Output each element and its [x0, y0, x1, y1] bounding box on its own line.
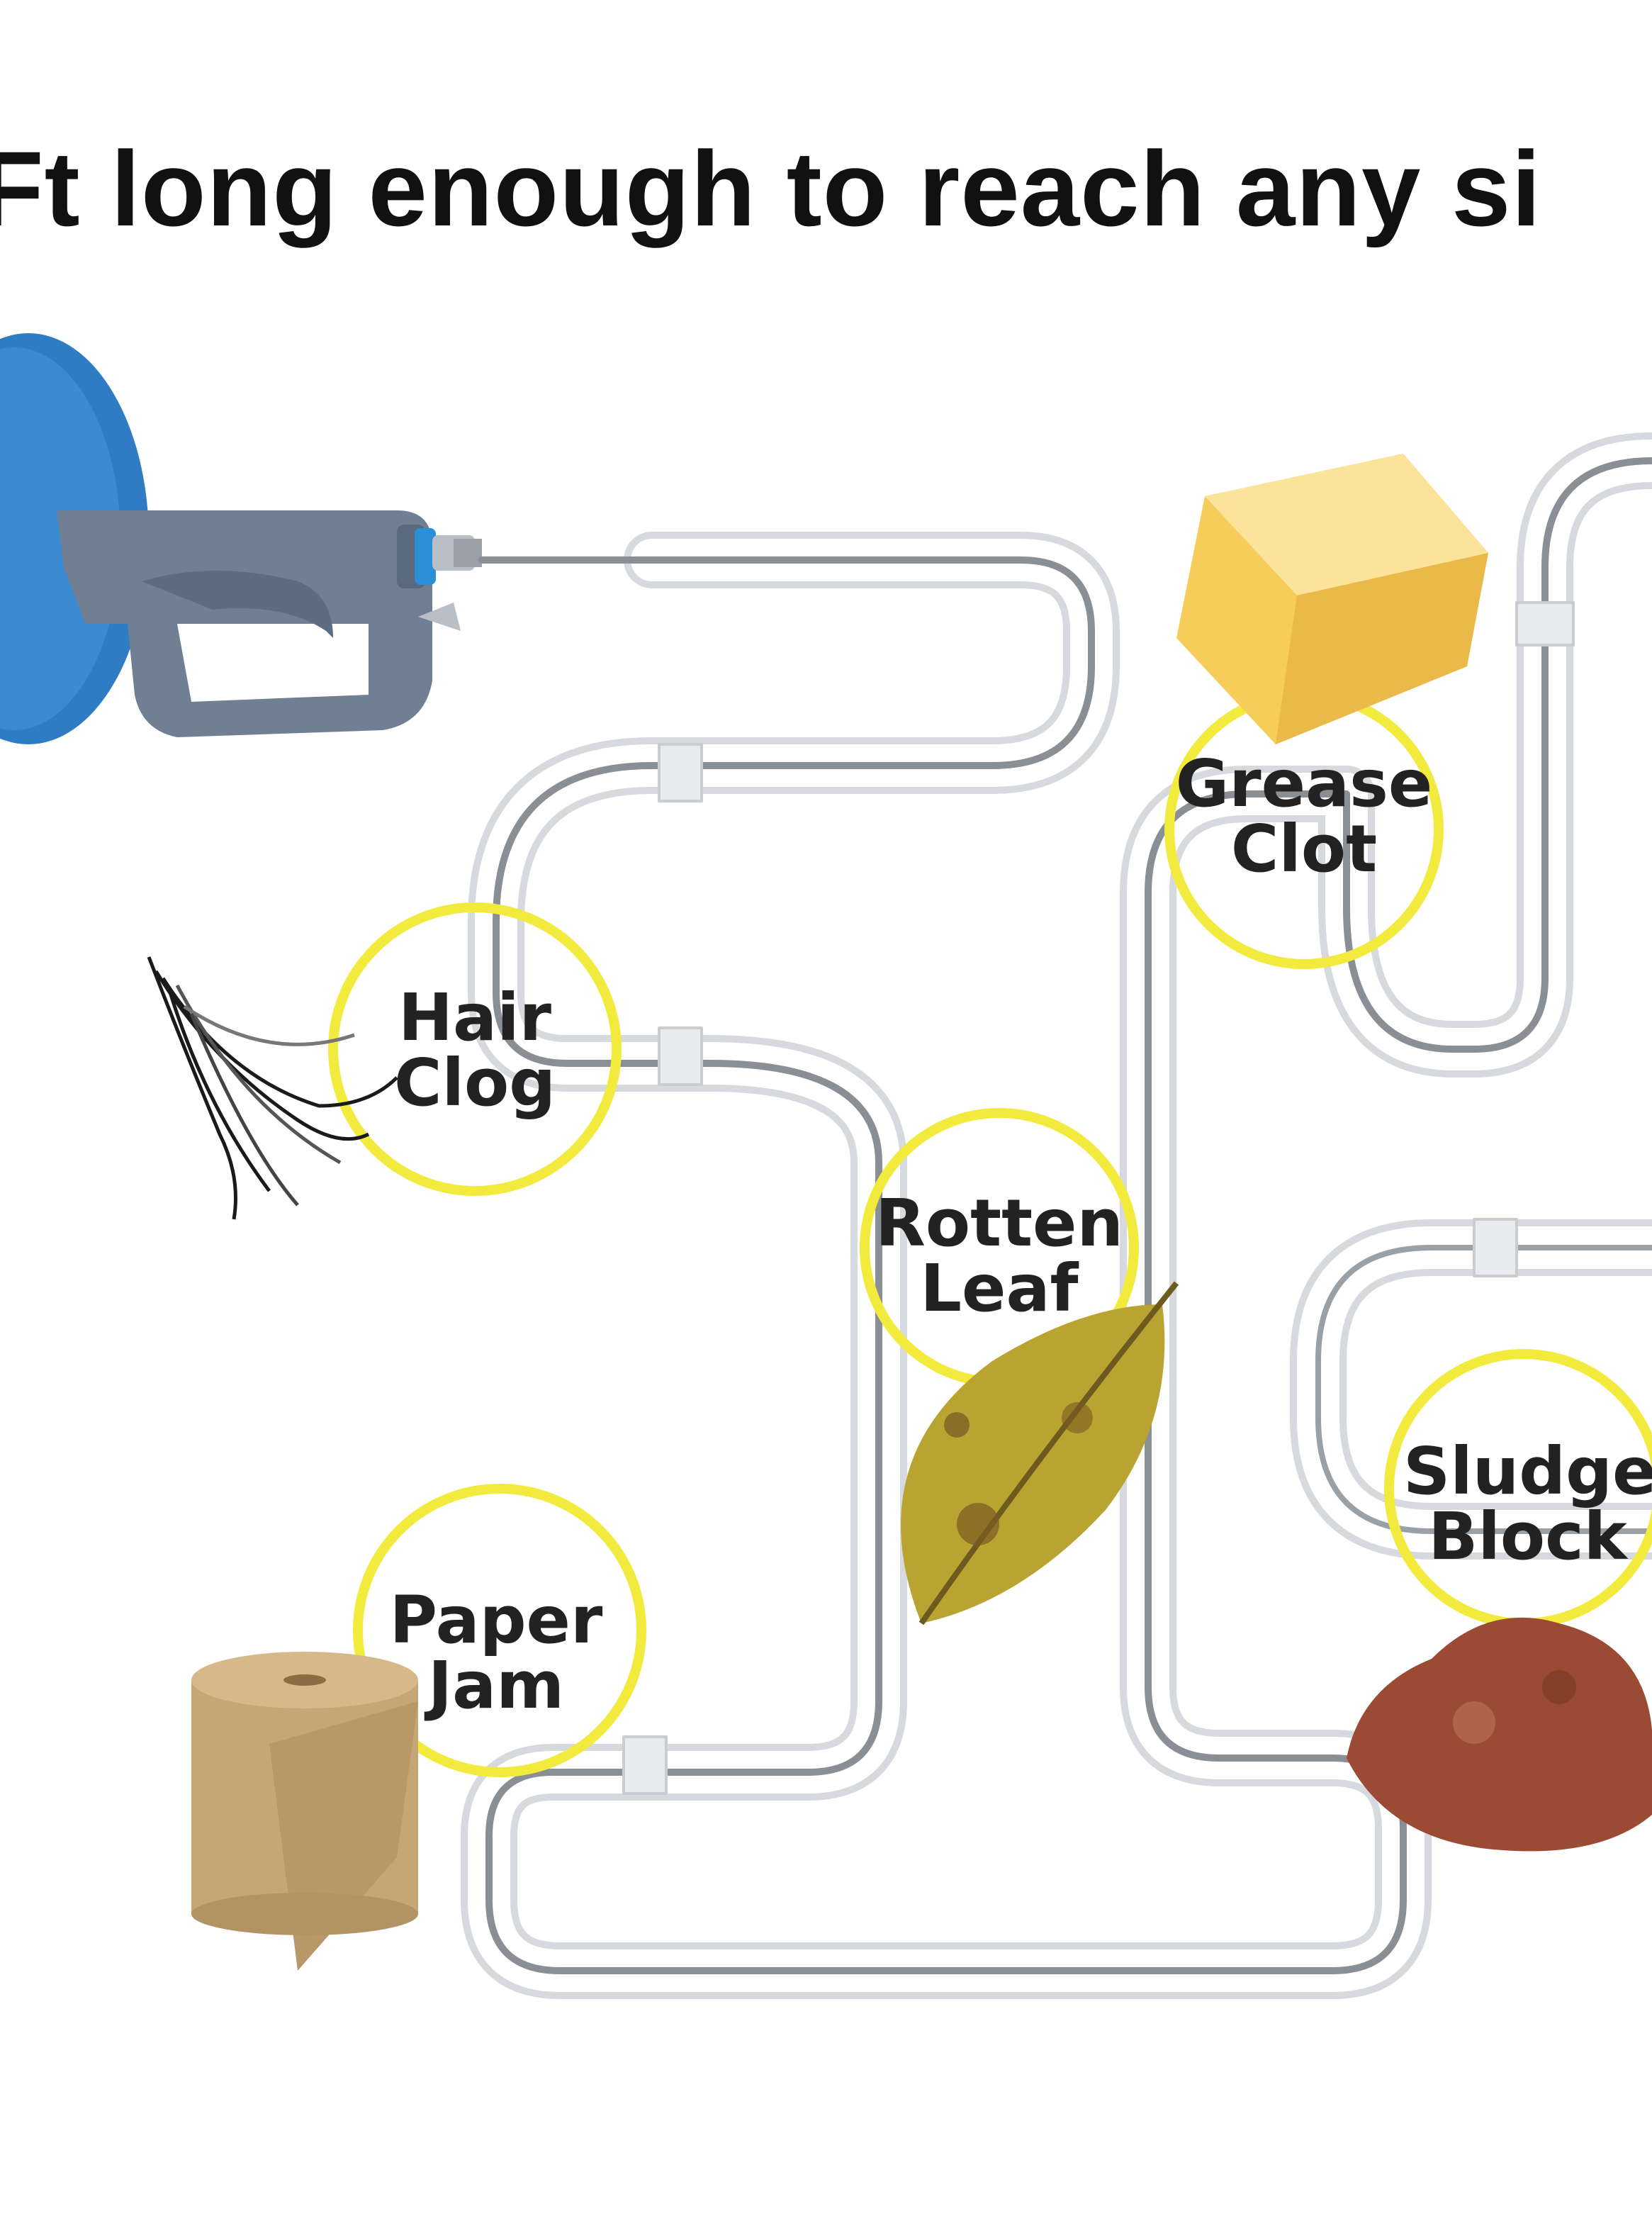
callout-sludge-line1: Sludge — [1403, 1433, 1652, 1509]
callout-grease-line2: Clot — [1230, 811, 1378, 887]
callout-rotten-leaf: Rotten Leaf — [872, 1191, 1127, 1321]
callout-grease-clot: Grease Clot — [1162, 751, 1446, 882]
callout-paper-line2: Jam — [427, 1647, 565, 1723]
drain-reel-icon — [0, 333, 482, 744]
sludge-rock-icon — [1347, 1617, 1652, 1852]
callout-sludge-block: Sludge Block — [1403, 1439, 1652, 1569]
hair-icon — [147, 956, 398, 1220]
leaf-icon — [901, 1281, 1179, 1625]
callout-hair-line1: Hair — [398, 980, 551, 1056]
callout-grease-line1: Grease — [1175, 746, 1433, 822]
callout-hair-clog: Hair Clog — [369, 985, 581, 1116]
butter-icon — [1176, 454, 1488, 744]
callout-paper-line1: Paper — [389, 1582, 603, 1658]
paper-roll-icon — [191, 1652, 418, 1971]
callout-paper-jam: Paper Jam — [383, 1588, 609, 1718]
headline: Ft long enough to reach any si — [0, 129, 1542, 248]
callout-hair-line2: Clog — [393, 1045, 556, 1121]
callout-leaf-line2: Leaf — [920, 1250, 1079, 1326]
callout-leaf-line1: Rotten — [875, 1185, 1123, 1261]
pipe-network — [461, 432, 1652, 1999]
callout-sludge-line2: Block — [1428, 1499, 1627, 1574]
